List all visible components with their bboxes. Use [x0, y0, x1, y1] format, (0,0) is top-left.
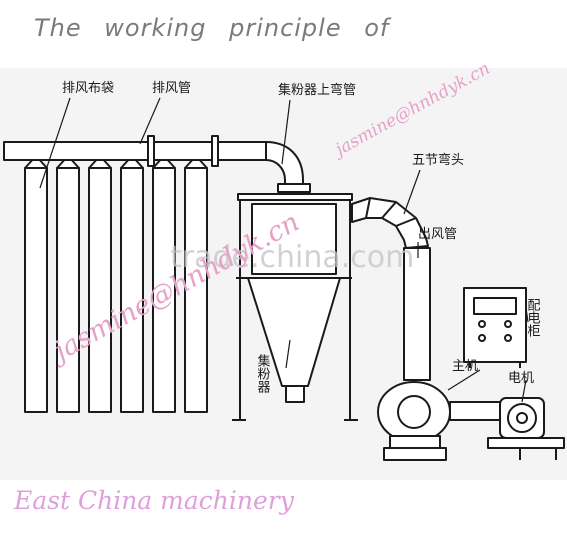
label-main-machine: 主机 — [452, 359, 478, 374]
diagram-title: The working principle of — [34, 14, 390, 42]
exhaust-cloth-bags — [24, 155, 208, 413]
cloth-bag — [56, 167, 80, 413]
label-control-cabinet: 配电柜 — [525, 298, 541, 337]
label-motor: 电机 — [508, 371, 534, 386]
pipe-flange — [211, 135, 219, 167]
pipe-flange — [147, 135, 155, 167]
machine-diagram: 排风布袋 排风管 集粉器上弯管 五节弯头 出风管 主机 电机 配电柜 集粉器 — [3, 81, 565, 461]
label-powder-collector: 集粉器 — [255, 353, 271, 394]
label-exhaust-pipe: 排风管 — [152, 81, 191, 96]
elbow-flange — [277, 183, 311, 193]
label-outlet-pipe: 出风管 — [418, 227, 457, 242]
footer-company: East China machinery — [14, 486, 294, 515]
outlet-pipe — [403, 247, 431, 381]
svg-text:配电柜: 配电柜 — [525, 298, 541, 337]
label-exhaust-cloth-bag: 排风布袋 — [62, 81, 114, 96]
exhaust-pipe — [3, 141, 267, 161]
cloth-bag — [88, 167, 112, 413]
svg-text:集粉器: 集粉器 — [255, 353, 271, 394]
watermark-site: trade.china.com — [170, 240, 415, 275]
label-five-section-elbow: 五节弯头 — [412, 152, 464, 168]
collector-box — [251, 203, 337, 275]
cloth-bag — [24, 167, 48, 413]
label-collector-upper-elbow: 集粉器上弯管 — [278, 82, 356, 98]
